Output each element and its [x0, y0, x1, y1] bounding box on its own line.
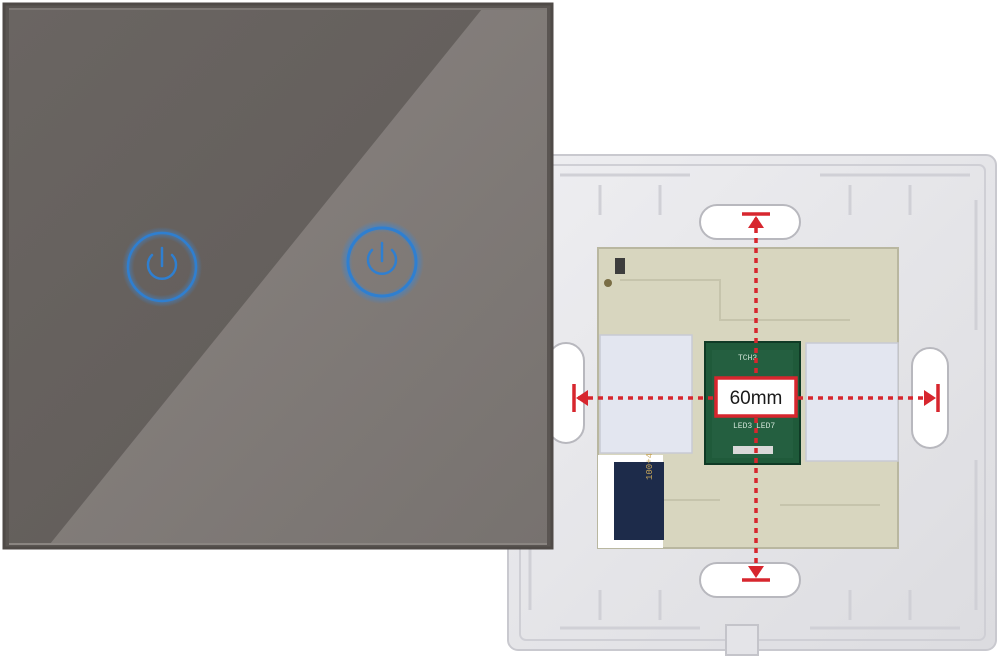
rf-module [614, 462, 664, 540]
module-text-led7: LED7 [756, 422, 775, 431]
power-icon [366, 241, 398, 276]
power-icon [146, 246, 178, 281]
module-text-tch: TCH3 [738, 354, 757, 363]
dimension-annotation: 60mm [572, 212, 940, 582]
dimension-label: 60mm [714, 376, 798, 418]
dimension-text: 60mm [730, 388, 783, 409]
touch-button-2[interactable] [340, 220, 424, 304]
touch-button-1[interactable] [122, 227, 202, 307]
module-text-led3: LED3 [733, 422, 752, 431]
svg-text:100+4: 100+4 [645, 453, 655, 480]
touch-pad-right [805, 342, 899, 462]
touch-pad-left [599, 334, 693, 454]
glass-front-panel [2, 2, 554, 550]
top-slot [699, 204, 801, 240]
